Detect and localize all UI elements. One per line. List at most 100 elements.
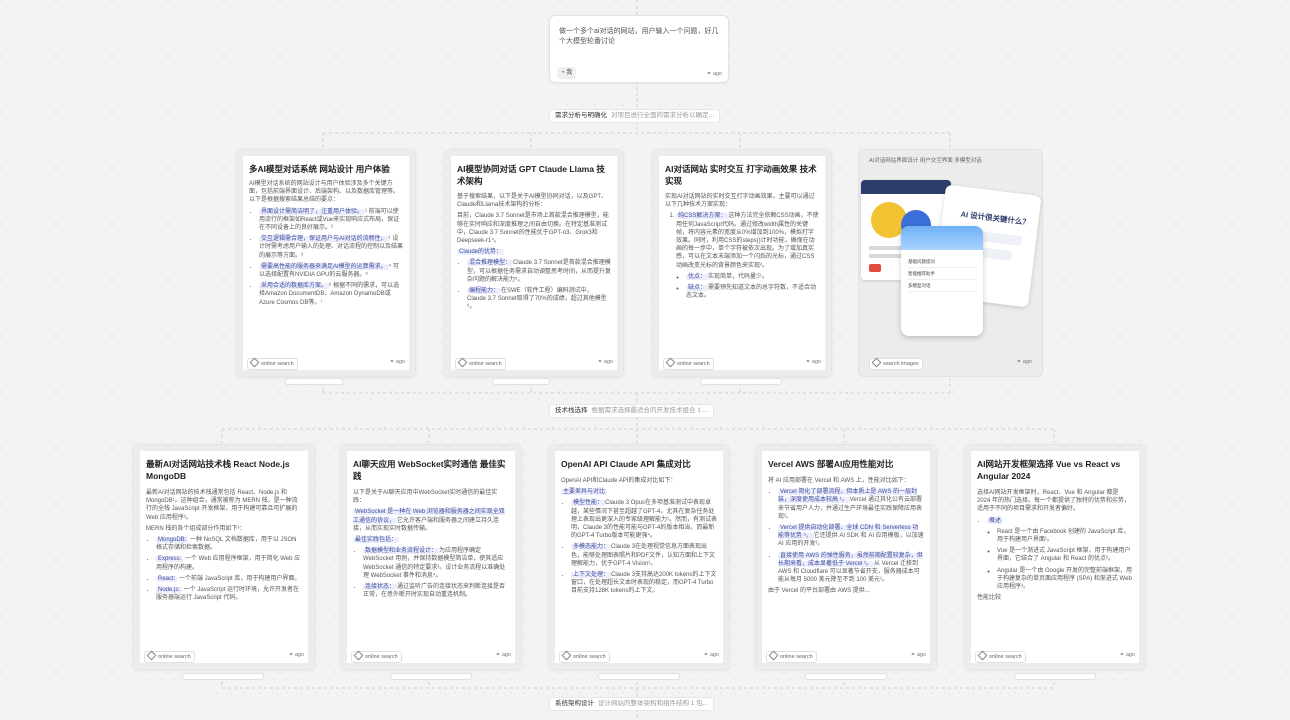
collapse-handle[interactable] <box>492 378 550 385</box>
search-card-ux[interactable]: 多AI模型对话系统 网站设计 用户体验 AI模型对话系统的网站设计与用户体验涉及… <box>236 149 416 377</box>
card-paragraph: 它允许客户端和服务器之间建立持久连接，从而实现实时数据传输。 <box>353 517 500 532</box>
list-item: 采用合适的数据库方案。⁶ 根据不同的需求，可以选择Amazon Document… <box>259 282 403 307</box>
collapse-handle[interactable] <box>1014 673 1096 680</box>
menu-row: 智能推荐助手 <box>908 268 976 280</box>
card-body: 基于搜索结果，以下是关于AI模型协同对话，以及GPT、Claude和Llama技… <box>457 193 611 315</box>
list-item: 模型性能：Claude 3 Opus在多项基准测试中表现卓越，某些情况下甚至超越… <box>571 499 717 540</box>
card-body: 将 AI 应用部署在 Vercel 和 AWS 上，性能对比如下： Vercel… <box>768 477 924 599</box>
card-body: 最新AI对话网站的技术栈通常包括 React、Node.js 和 MongoDB… <box>146 489 302 605</box>
online-search-tag[interactable]: online search <box>559 650 610 663</box>
list-item: Node.js: 一个 JavaScript 运行时环境，允许开发者在服务器端运… <box>156 586 302 602</box>
image-caption: AI对话网站界面设计 用户交互界面 多模型对话 <box>869 158 982 164</box>
menu-row: 多模型对话 <box>908 280 976 292</box>
collapse-handle[interactable] <box>598 673 680 680</box>
card-body: 实现AI对话网站的实时交互打字动画效果，主要可以通过以下几种技术方案实现： 纯C… <box>665 193 819 303</box>
card-intro: 将 AI 应用部署在 Vercel 和 AWS 上，性能对比如下： <box>768 478 910 484</box>
card-body: AI模型对话系统的网站设计与用户体验涉及多个关键方面，包括前端界面设计、后端架构… <box>249 180 403 310</box>
list-item: 数据模型和业务流程设计：为应用程序确定 WebSocket 用例，并保持数据模型… <box>363 547 509 580</box>
sub-list-item: 缺点：需要预先知道文本的总字符数，不适合动态文本。 <box>686 284 819 300</box>
search-card-typing-animation[interactable]: AI对话网站 实时交互 打字动画效果 技术实现 实现AI对话网站的实时交互打字动… <box>652 149 832 377</box>
image-search-card[interactable]: AI对话网站界面设计 用户交互界面 多模型对话 AI 设计很关键什么？ 基础问题… <box>858 149 1043 377</box>
collapse-handle[interactable] <box>285 378 343 385</box>
online-search-tag[interactable]: online search <box>351 650 402 663</box>
list-item: Vercel 提供自动化部署、全球 CDN 和 Serverless 功能等优势… <box>778 524 924 549</box>
search-images-tag[interactable]: search images <box>869 357 923 370</box>
search-card-model-architecture[interactable]: AI模型协同对话 GPT Claude Llama 技术架构 基于搜索结果，以下… <box>444 149 624 377</box>
search-tag-icon <box>146 650 157 661</box>
step-architecture-design[interactable]: 系统架构设计设计网站的整体架构和组件结构 1 包... <box>549 697 715 711</box>
list-item: 混合推理模型：Claude 3.7 Sonnet是首款混合推理模型，可以根据任务… <box>467 259 611 284</box>
card-footer: online search ⚭ ago <box>659 357 825 370</box>
card-time: ⚭ ago <box>495 652 511 658</box>
online-search-tag[interactable]: online search <box>455 357 506 370</box>
card-body: 选择AI网站开发框架时，React、Vue 和 Angular 都是 2024 … <box>977 489 1133 605</box>
search-tag-icon <box>353 650 364 661</box>
step-detail: 设计网站的整体架构和组件结构 1 包... <box>598 700 709 707</box>
image-thumbnail-front[interactable]: 基础问题提问 智能推荐助手 多模型对话 <box>901 226 983 336</box>
card-intro: OpenAI API和Claude API的集成对比如下： <box>561 478 677 484</box>
card-title: AI模型协同对话 GPT Claude Llama 技术架构 <box>457 164 605 186</box>
search-tag-icon <box>977 650 988 661</box>
card-time: ⚭ ago <box>288 652 304 658</box>
card-footer: online search ⚭ ago <box>243 357 409 370</box>
collapse-handle[interactable] <box>182 673 264 680</box>
step-label: 技术栈选择 <box>555 407 588 414</box>
card-time: ⚭ ago <box>703 652 719 658</box>
list-item: React: 一个前端 JavaScript 库，用于构建用户界面。 <box>156 575 302 583</box>
step-requirement-analysis[interactable]: 需求分析与明确化对项目进行全面的需求分析以确定... <box>549 109 720 123</box>
online-search-tag[interactable]: online search <box>144 650 195 663</box>
card-title: AI聊天应用 WebSocket实时通信 最佳实践 <box>353 459 506 481</box>
card-intro: 最新AI对话网站的技术栈通常包括 React、Node.js 和 MongoDB… <box>146 490 298 521</box>
search-tag-icon <box>768 650 779 661</box>
online-search-tag[interactable]: online search <box>975 650 1026 663</box>
list-item: Express: 一个 Web 应用程序框架，用于简化 Web 应用程序的构建。 <box>156 555 302 571</box>
list-item: 连接状态：通过监听广告的连接状态来判断连接是否正常，在意外断开时实现自动重连机制… <box>363 583 509 599</box>
search-tag-icon <box>249 357 260 368</box>
card-title: AI网站开发框架选择 Vue vs React vs Angular 2024 <box>977 459 1121 481</box>
card-intro: 实现AI对话网站的实时交互打字动画效果，主要可以通过以下几种技术方案实现： <box>665 194 815 209</box>
card-tail: 性能比较 <box>977 595 1002 602</box>
sub-list-item: React 是一个由 Facebook 创建的 JavaScript 库，用于构… <box>997 528 1133 544</box>
search-card-websocket[interactable]: AI聊天应用 WebSocket实时通信 最佳实践 以下是关于AI聊天应用中We… <box>340 444 522 670</box>
search-card-frameworks[interactable]: AI网站开发框架选择 Vue vs React vs Angular 2024 … <box>964 444 1146 670</box>
online-search-tag[interactable]: online search <box>663 357 714 370</box>
prompt-time: ⚭ ago <box>706 71 722 77</box>
card-time: ⚭ ago <box>1119 652 1135 658</box>
collapse-handle[interactable] <box>700 378 782 385</box>
card-time: ⚭ ago <box>910 652 926 658</box>
search-tag-icon <box>457 357 468 368</box>
card-subheading: 概述 <box>987 517 1004 524</box>
list-item: 需要高性能的服务器来满足AI模型的运算需求。⁴ 可以选择配置有NVIDIA GP… <box>259 263 403 279</box>
search-card-deployment[interactable]: Vercel AWS 部署AI应用性能对比 将 AI 应用部署在 Vercel … <box>755 444 937 670</box>
sub-list-item: Vue 是一个渐进式 JavaScript 框架，用于构建用户界面，它结合了 A… <box>997 547 1133 563</box>
card-time: ⚭ ago <box>805 359 821 365</box>
step-tech-stack[interactable]: 技术栈选择根据需求选择最适合的开发技术组合 1 ... <box>549 404 715 418</box>
search-card-api-comparison[interactable]: OpenAI API Claude API 集成对比 OpenAI API和Cl… <box>548 444 730 670</box>
step-label: 系统架构设计 <box>555 700 594 707</box>
card-subheading: 主要差异与对比 <box>561 489 608 496</box>
card-body: OpenAI API和Claude API的集成对比如下： 主要差异与对比 模型… <box>561 477 717 599</box>
card-intro: AI模型对话系统的网站设计与用户体验涉及多个关键方面，包括前端界面设计、后端架构… <box>249 181 400 204</box>
card-title: OpenAI API Claude API 集成对比 <box>561 459 691 469</box>
list-item: 交互逻辑需合理，保证用户与AI对话的流畅性。¹ 设计时需考虑用户输入的处理、对话… <box>259 235 403 260</box>
step-detail: 对项目进行全面的需求分析以确定... <box>611 112 714 119</box>
online-search-tag[interactable]: online search <box>247 357 298 370</box>
card-intro: 选择AI网站开发框架时，React、Vue 和 Angular 都是 2024 … <box>977 490 1131 513</box>
list-item: 上下文处理：Claude 3支持高达200K tokens的上下文窗口，在处理超… <box>571 571 717 596</box>
card-title: 多AI模型对话系统 网站设计 用户体验 <box>249 164 390 174</box>
search-card-tech-stack[interactable]: 最新AI对话网站技术栈 React Node.js MongoDB 最新AI对话… <box>133 444 315 670</box>
card-intro: 以下是关于AI聊天应用中WebSocket实时通信的最佳实践： <box>353 490 498 505</box>
list-item: 纯CSS解决方案：这种方法完全依赖CSS动画，不使用任何JavaScript代码… <box>676 212 819 300</box>
collapse-handle[interactable] <box>390 673 472 680</box>
user-prompt-node[interactable]: 做一个多个ai对话的网站，用户输入一个问题，好几个大模型轮番讨论 ◔ 我 ⚭ a… <box>549 15 729 83</box>
list-item: 多模态能力：Claude 3在处理视觉信息方面表现出色，能够处理图表照片和PDF… <box>571 543 717 568</box>
list-item: Vercel 简化了部署流程，但本质上是 AWS 的一层封装，深度使用成本较高 … <box>778 488 924 521</box>
online-search-tag[interactable]: online search <box>766 650 817 663</box>
card-body: 以下是关于AI聊天应用中WebSocket实时通信的最佳实践： WebSocke… <box>353 489 509 602</box>
list-item: 编程能力：在SWE（软件工程）编码测试中，Claude 3.7 Sonnet取得… <box>467 287 611 312</box>
card-subheading: Claude的优势： <box>457 249 505 256</box>
card-subheading: 最佳实践包括： <box>353 537 400 544</box>
collapse-handle[interactable] <box>805 673 887 680</box>
card-footer: online search ⚭ ago <box>762 650 930 663</box>
